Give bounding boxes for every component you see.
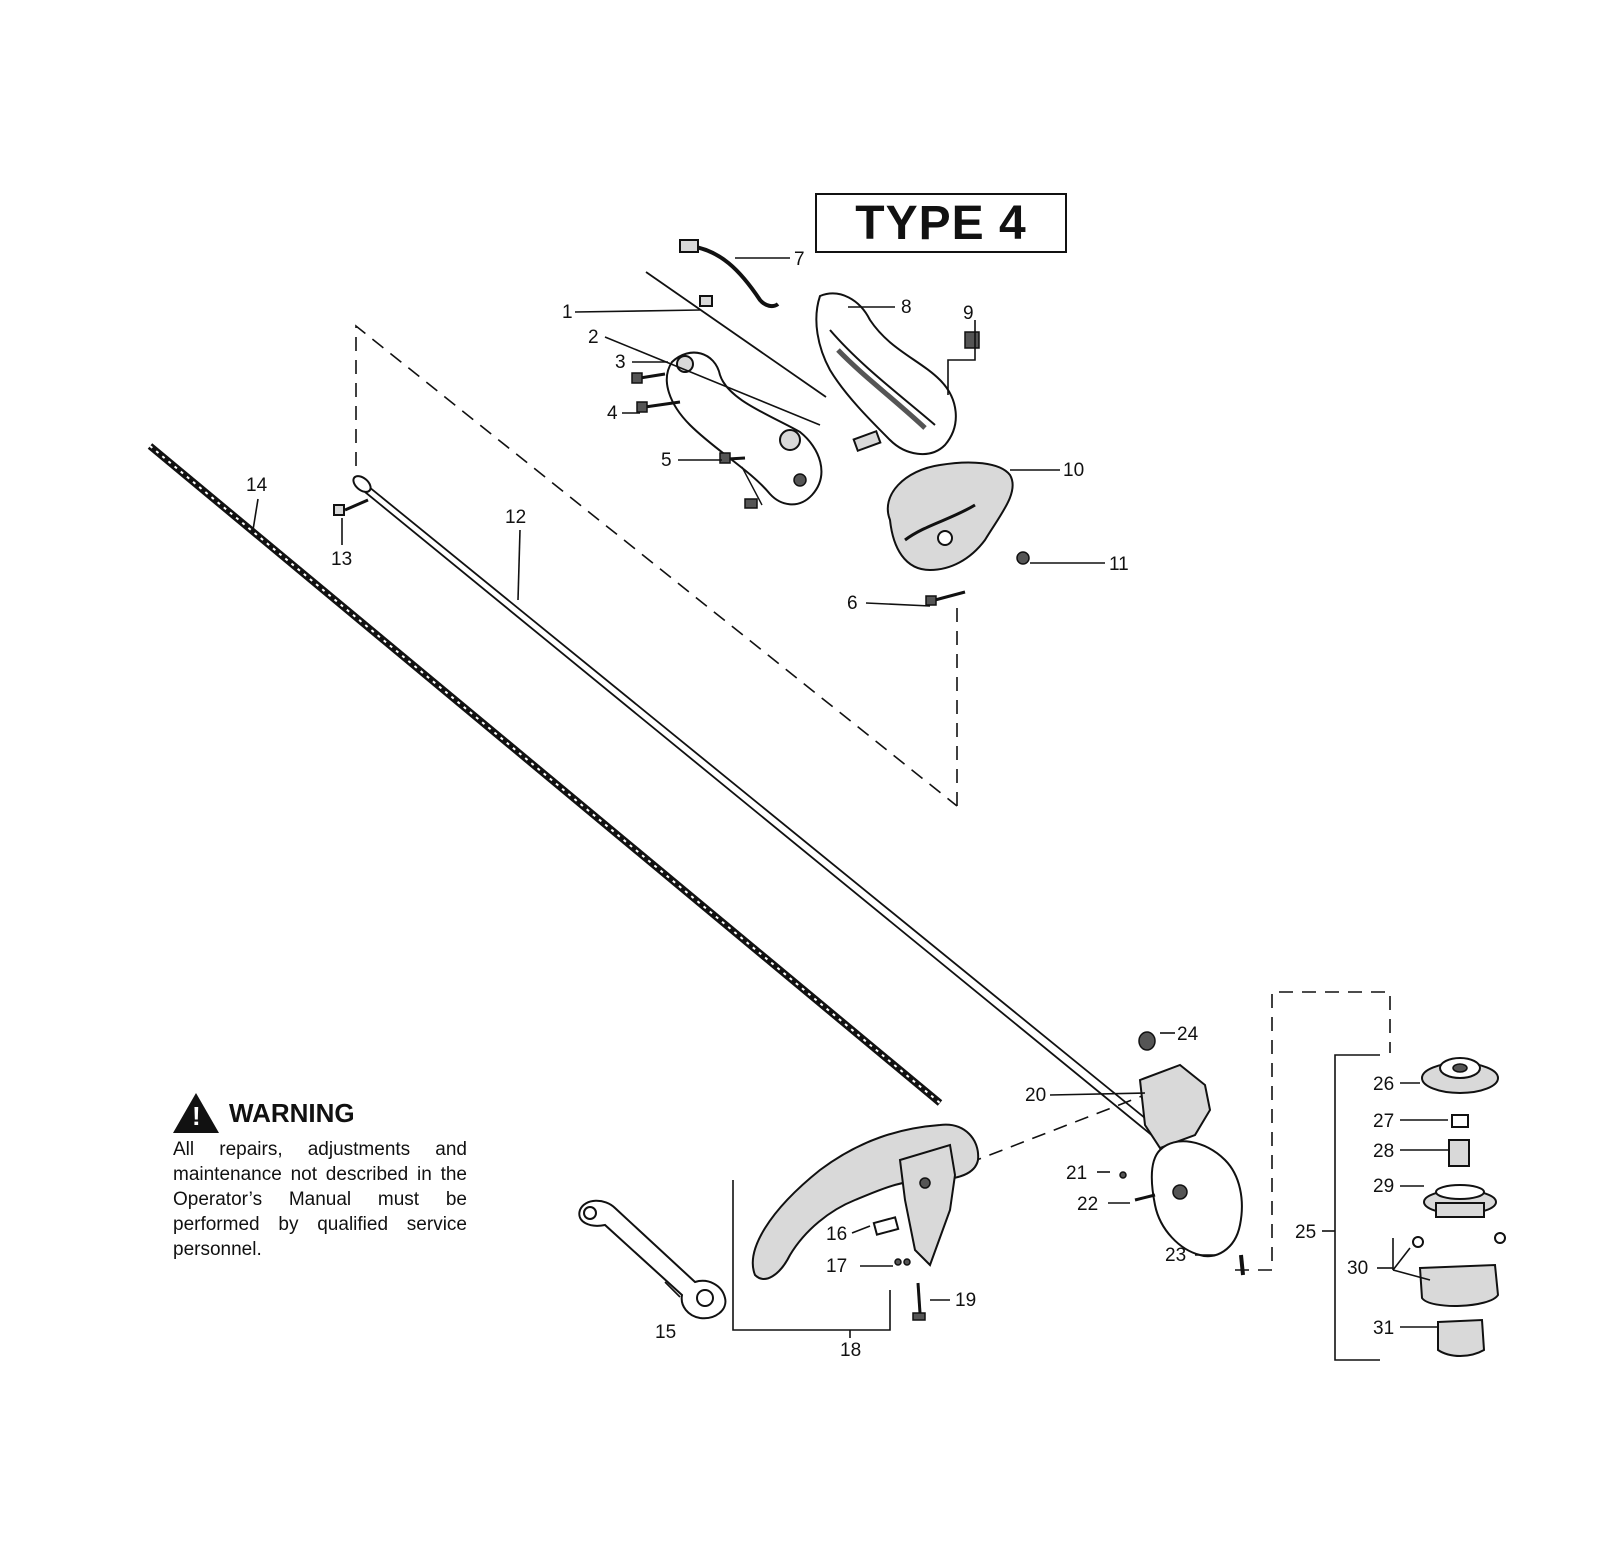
diagram-title-box: TYPE 4 <box>815 193 1067 253</box>
callout-30: 30 <box>1347 1258 1368 1279</box>
leader-lines <box>252 257 1448 1328</box>
handle-cover-10 <box>887 461 1014 572</box>
callout-16: 16 <box>826 1224 847 1245</box>
callout-26: 26 <box>1373 1074 1394 1095</box>
callout-12: 12 <box>505 507 526 528</box>
callout-31: 31 <box>1373 1318 1394 1339</box>
callout-21: 21 <box>1066 1163 1087 1184</box>
callout-1: 1 <box>562 302 573 323</box>
drive-shaft <box>147 443 943 1106</box>
callout-9: 9 <box>963 303 974 324</box>
callout-24: 24 <box>1177 1024 1199 1045</box>
callout-6: 6 <box>847 593 858 614</box>
wrench-15 <box>578 1199 727 1320</box>
handle-right-half <box>815 292 957 456</box>
cover-screws <box>925 551 1030 606</box>
callout-25: 25 <box>1295 1222 1316 1243</box>
callout-19: 19 <box>955 1290 976 1311</box>
callout-8: 8 <box>901 297 912 318</box>
callout-28: 28 <box>1373 1141 1394 1162</box>
callout-11: 11 <box>1109 554 1129 575</box>
diagram-title: TYPE 4 <box>855 196 1027 250</box>
callout-7: 7 <box>794 249 805 270</box>
gear-head <box>1119 1031 1245 1276</box>
callout-13: 13 <box>331 549 352 570</box>
callout-18: 18 <box>840 1340 861 1361</box>
trimmer-shield <box>751 1123 980 1321</box>
callout-5: 5 <box>661 450 672 471</box>
warning-body: All repairs, adjustments and maintenance… <box>173 1139 467 1260</box>
callout-29: 29 <box>1373 1176 1394 1197</box>
throttle-cable <box>645 239 827 398</box>
callout-15: 15 <box>655 1322 676 1343</box>
warning-triangle-icon: ! <box>173 1093 219 1133</box>
callout-3: 3 <box>615 352 626 373</box>
warning-heading: WARNING <box>229 1097 355 1128</box>
shaft-tube <box>352 475 1177 1156</box>
warning-notice: ! WARNING All repairs, adjustments and m… <box>173 1093 467 1262</box>
callout-2: 2 <box>588 327 599 348</box>
trigger-9 <box>964 331 980 349</box>
callout-22: 22 <box>1077 1194 1098 1215</box>
trimmer-head <box>1412 1057 1506 1357</box>
callout-4: 4 <box>607 403 618 424</box>
callout-14: 14 <box>246 475 268 496</box>
handle-left-half <box>665 351 823 506</box>
group-brackets <box>732 1054 1431 1361</box>
assembly-dashed-lines <box>355 324 1391 1271</box>
bolt-13 <box>333 498 369 516</box>
callout-23: 23 <box>1165 1245 1186 1266</box>
callout-20: 20 <box>1025 1085 1046 1106</box>
callout-17: 17 <box>826 1256 847 1277</box>
callout-27: 27 <box>1373 1111 1394 1132</box>
warning-header: ! WARNING <box>173 1093 467 1133</box>
handle-screws <box>631 372 763 509</box>
callout-numbers: 1 2 3 4 5 6 7 8 9 10 11 12 13 14 15 16 1… <box>246 249 1394 1361</box>
callout-10: 10 <box>1063 460 1084 481</box>
